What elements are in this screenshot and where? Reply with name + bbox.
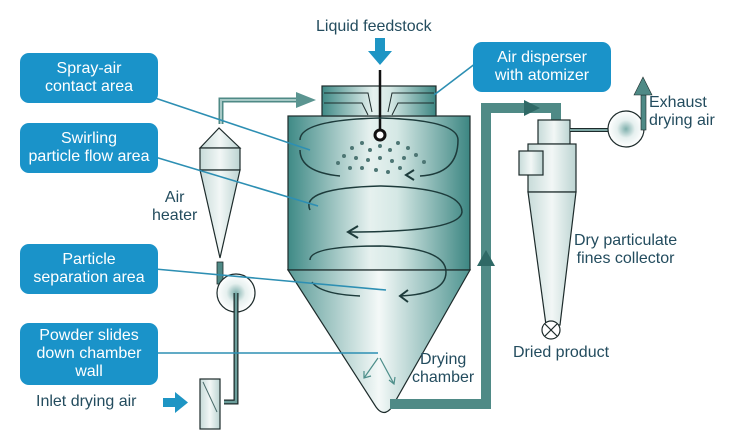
spray-droplets	[336, 141, 426, 174]
label-dry-particulate-fines-collector: Dry particulate fines collector	[574, 232, 678, 267]
label-dried-product: Dried product	[513, 344, 610, 361]
exhaust-duct	[390, 100, 561, 409]
inlet-arrow-icon	[163, 392, 188, 413]
duct-up-arrow-icon	[477, 250, 495, 266]
label-air-heater: Air heater	[152, 189, 198, 224]
feed-arrow-icon	[368, 38, 392, 65]
label-liquid-feedstock: Liquid feedstock	[316, 18, 432, 35]
fines-collector	[518, 119, 616, 326]
callout-air-disperser-with-atomizer: Air disperser with atomizer	[473, 42, 611, 92]
leader-lines	[154, 59, 481, 354]
inlet-fan	[216, 273, 256, 405]
callout-powder-slides-down-chamber-wall: Powder slides down chamber wall	[20, 323, 158, 385]
exhaust-arrow-icon	[633, 76, 653, 96]
air-heater	[198, 127, 242, 285]
callout-swirling-particle-flow-area: Swirling particle flow area	[20, 123, 158, 173]
rotary-valve-icon	[541, 320, 561, 340]
inlet-filter	[199, 378, 221, 430]
exhaust-fan	[607, 76, 653, 148]
label-exhaust-drying-air: Exhaust drying air	[649, 94, 715, 129]
swirl-arrow-icon	[346, 169, 415, 303]
callout-spray-air-contact-area: Spray-air contact area	[20, 53, 158, 103]
hot-air-duct	[218, 92, 316, 124]
atomizer	[373, 70, 387, 142]
callout-particle-separation-area: Particle separation area	[20, 244, 158, 294]
label-inlet-drying-air: Inlet drying air	[36, 393, 137, 410]
duct-arrow-icon	[296, 92, 316, 108]
duct-right-arrow-icon	[524, 100, 540, 116]
powder-slide-arrows	[363, 357, 396, 386]
label-drying-chamber: Drying chamber	[412, 351, 475, 386]
